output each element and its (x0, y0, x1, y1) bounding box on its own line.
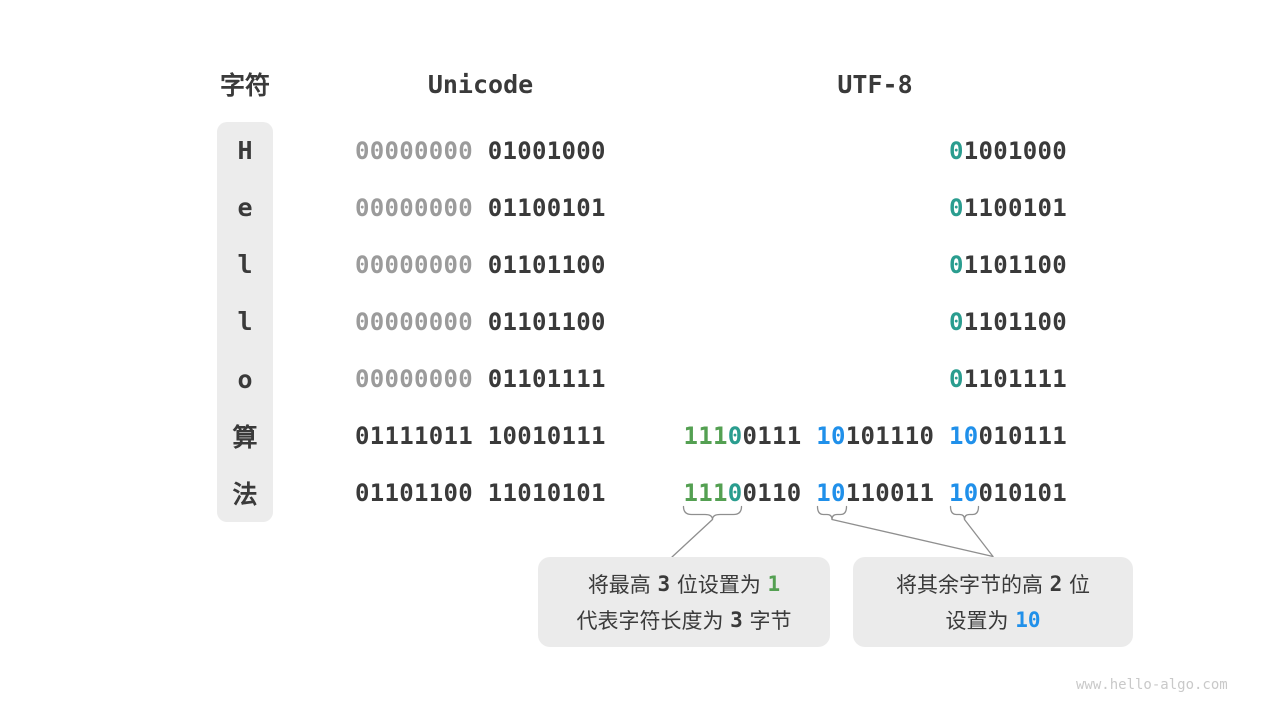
bit-segment: 00000000 (355, 136, 473, 165)
bit-segment: 111 (683, 422, 728, 451)
callout-line: 将其余字节的高 2 位 (853, 566, 1133, 602)
bit-segment: 10 (816, 422, 846, 451)
callout-segment: 2 (1049, 572, 1063, 596)
connector-line-first-byte (671, 518, 714, 558)
connector-line-continuation-2 (963, 518, 994, 558)
byte-space (802, 422, 817, 450)
bit-segment: 10 (949, 479, 979, 508)
bit-segment: 01001000 (473, 136, 606, 165)
watermark: www.hello-algo.com (1076, 677, 1228, 693)
unicode-bits: 00000000 01101111 (355, 351, 606, 408)
callout-segment: 10 (1015, 608, 1041, 632)
column-header-character: 字符 (219, 71, 270, 100)
callout-line: 将最高 3 位设置为 1 (538, 566, 830, 602)
character-cell: l (237, 307, 253, 337)
bit-segment: 1101100 (963, 307, 1067, 336)
bit-segment: 010101 (978, 479, 1067, 508)
bit-segment: 10 (816, 479, 846, 508)
bit-segment: 010111 (978, 422, 1067, 451)
callout-segment: 位 (1062, 573, 1091, 597)
bit-segment: 0 (949, 136, 964, 165)
bit-segment: 00000000 (355, 250, 473, 279)
callout-segment: 将最高 (587, 573, 658, 597)
bit-segment: 0110 (742, 479, 802, 508)
callout-segment: 字节 (742, 609, 792, 633)
bit-segment: 1001000 (963, 136, 1067, 165)
bit-segment: 01100101 (473, 193, 606, 222)
bit-segment: 01101100 11010101 (355, 479, 606, 508)
bit-segment: 0 (949, 250, 964, 279)
callout-segment: 代表字符长度为 (576, 609, 731, 633)
bit-segment: 1100101 (963, 193, 1067, 222)
bit-segment: 10 (949, 422, 979, 451)
bit-segment: 0 (727, 479, 743, 508)
bit-segment: 0 (949, 365, 964, 394)
bit-segment: 01101100 (473, 250, 606, 279)
callout-segment: 1 (767, 572, 781, 596)
bit-segment: 0 (727, 422, 743, 451)
callout-segment: 位设置为 (670, 573, 768, 597)
bit-segment: 00000000 (355, 307, 473, 336)
bit-segment: 0 (949, 307, 964, 336)
callout-segment: 3 (730, 608, 743, 632)
bit-segment: 01111011 10010111 (355, 422, 606, 451)
bit-segment: 01101111 (473, 365, 606, 394)
bit-segment: 1101100 (963, 250, 1067, 279)
connector-line-continuation-1 (831, 518, 994, 558)
bit-segment: 101110 (845, 422, 935, 451)
callout-segment: 将其余字节的高 (895, 573, 1050, 597)
column-header-utf8: UTF-8 (837, 69, 913, 99)
character-cell: l (237, 250, 253, 280)
character-cell: 法 (232, 480, 258, 510)
callout-box-continuation-bits: 将其余字节的高 2 位设置为 10 (853, 557, 1133, 647)
callout-segment: 3 (657, 572, 671, 596)
bit-segment: 0111 (742, 422, 802, 451)
byte-space (802, 479, 817, 507)
unicode-bits: 01101100 11010101 (355, 465, 606, 522)
unicode-bits: 00000000 01101100 (355, 293, 606, 350)
character-cell: 算 (232, 423, 258, 453)
byte-space (934, 479, 949, 507)
bit-segment: 1101111 (963, 365, 1067, 394)
character-cell: H (237, 136, 253, 166)
bit-segment: 111 (683, 479, 728, 508)
unicode-bits: 01111011 10010111 (355, 408, 606, 465)
callout-segment: 设置为 (945, 609, 1016, 633)
character-column-background (217, 122, 273, 522)
bit-segment: 00000000 (355, 365, 473, 394)
bit-segment: 110011 (845, 479, 935, 508)
bit-segment: 00000000 (355, 193, 473, 222)
column-header-unicode: Unicode (427, 69, 534, 99)
unicode-bits: 00000000 01001000 (355, 122, 606, 179)
callout-line: 代表字符长度为 3 字节 (538, 602, 830, 638)
character-cell: o (237, 364, 253, 394)
bit-segment: 01101100 (473, 307, 606, 336)
byte-space (934, 422, 949, 450)
character-cell: e (237, 193, 253, 223)
bit-segment: 0 (949, 193, 964, 222)
callout-line: 设置为 10 (853, 602, 1133, 638)
unicode-bits: 00000000 01100101 (355, 179, 606, 236)
unicode-bits: 00000000 01101100 (355, 236, 606, 293)
